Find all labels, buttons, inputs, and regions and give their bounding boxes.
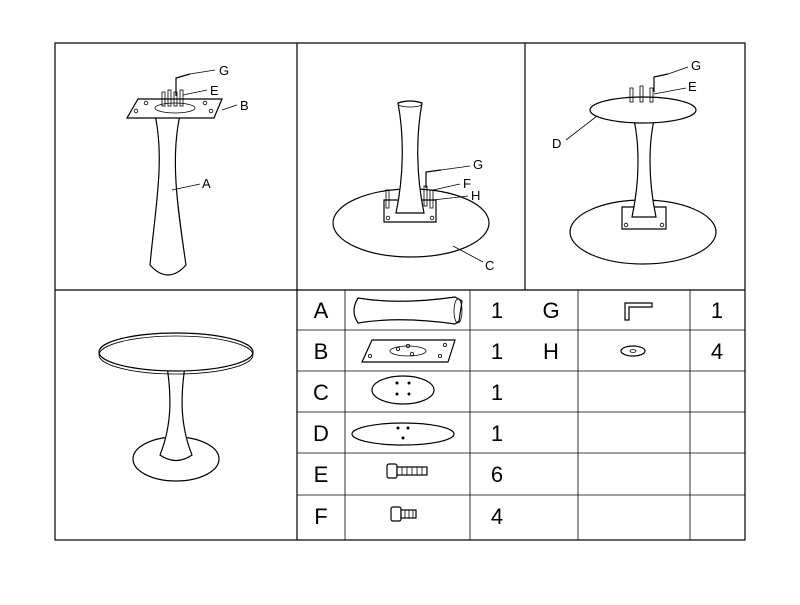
tabletop-icon [351,422,455,446]
pedestal-column-A [149,114,187,276]
part-letter-E: E [314,462,329,487]
finished-table-panel [98,332,254,482]
pedestal-column-icon [353,296,463,325]
part-qty-E: 6 [491,462,503,487]
step-2-panel: G F H C [332,100,494,273]
callout-E: E [688,79,697,94]
table-column [159,359,193,462]
washer-icon [620,345,646,357]
step-3-panel: G E D [552,58,717,265]
part-qty-D: 1 [491,421,503,446]
callout-G: G [691,58,701,73]
callout-G: G [473,157,483,172]
parts-table: A 1 B 1 C 1 D 1 E 6 F 4 G 1 H 4 [297,290,745,540]
upright-column [395,100,425,214]
allen-key-G [653,73,669,92]
part-letter-D: D [313,421,329,446]
bolts-E [629,85,654,103]
part-letter-H: H [543,339,559,364]
part-qty-B: 1 [491,339,503,364]
allen-key-G [175,73,191,96]
column [631,111,657,218]
step-1-panel: G E B A [125,63,249,276]
part-letter-G: G [542,298,559,323]
part-letter-A: A [314,298,329,323]
callout-G: G [219,63,229,78]
table-top [98,332,254,372]
sheet-frame [54,42,746,541]
part-qty-C: 1 [491,380,503,405]
allen-key-G [425,169,442,188]
allen-key-icon [624,302,653,321]
part-letter-F: F [314,504,327,529]
callout-A: A [202,176,211,191]
callout-B: B [240,98,249,113]
mounting-plate-icon [361,339,456,363]
callout-F: F [463,176,471,191]
mounting-plate-B [125,98,223,119]
part-qty-F: 4 [491,504,503,529]
callout-H: H [471,188,480,203]
callout-D: D [552,136,561,151]
callout-C: C [485,258,494,273]
part-qty-G: 1 [711,298,723,323]
part-qty-H: 4 [711,339,723,364]
bolts-E [161,89,184,107]
short-bolt-icon [390,506,417,522]
part-qty-A: 1 [491,298,503,323]
long-bolt-icon [386,463,428,479]
part-letter-C: C [313,380,329,405]
round-base-icon [371,375,435,405]
callout-E: E [210,83,219,98]
part-letter-B: B [314,339,329,364]
